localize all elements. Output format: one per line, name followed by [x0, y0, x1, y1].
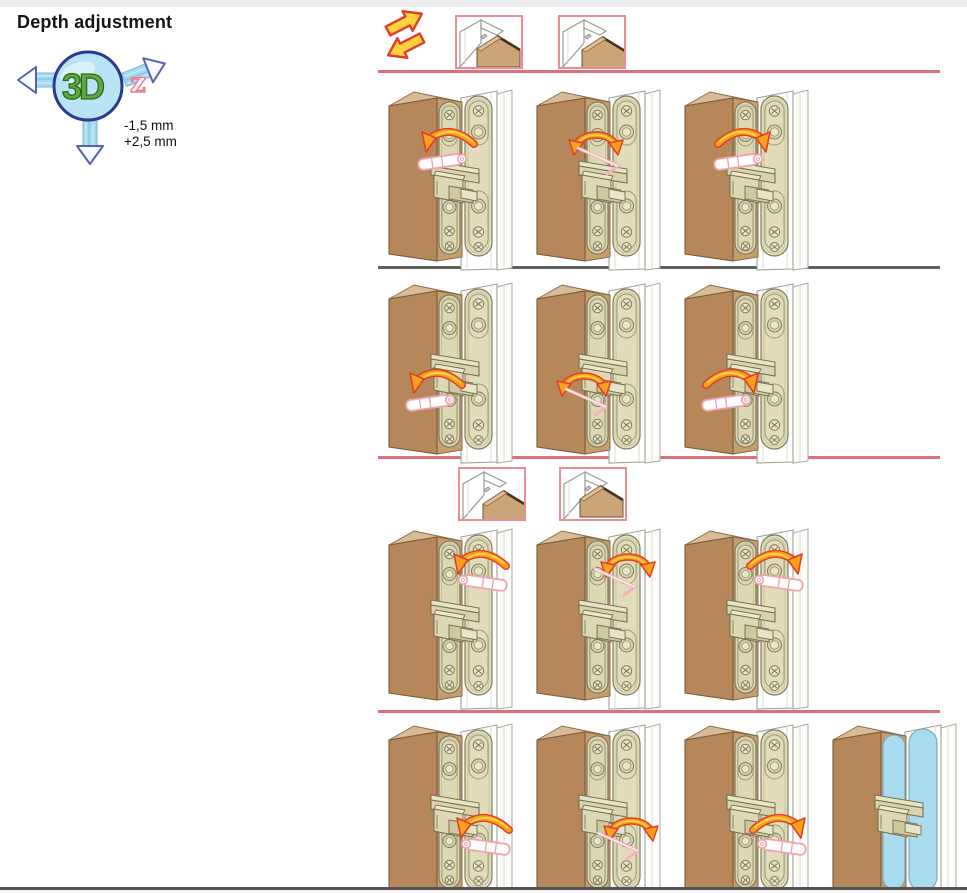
hinge-step-turn-cw: [681, 524, 831, 709]
hinge-step-turn-cw: [681, 719, 831, 893]
hinge-step-turn-both: [533, 524, 683, 709]
page-bottom-rule: [0, 887, 967, 890]
page-title: Depth adjustment: [17, 12, 173, 32]
hinge-step-turn-both: [533, 85, 683, 270]
depth-adjust-bottom-door-side: [378, 278, 967, 463]
door-proud-pictogram: [559, 467, 627, 521]
hinge-step-turn-ccw: [385, 85, 535, 270]
hinge-step-turn-ccw: [385, 719, 535, 893]
logo-z-axis-label: z: [130, 66, 146, 99]
hinge-step-turn-ccw: [385, 524, 535, 709]
page-top-edge: [0, 0, 967, 7]
page-bottom-edge: [0, 890, 967, 893]
logo-3d-label: 3D: [62, 66, 104, 107]
door-frame-corner-drawing: [462, 470, 524, 519]
door-frame-corner-drawing: [563, 470, 624, 519]
hinge-step-turn-both: [533, 719, 683, 893]
hinge-with-cover-plates: [829, 719, 967, 893]
depth-adjust-top-door-side: [378, 85, 967, 270]
door-gap-wide-pictogram: [558, 15, 626, 69]
depth-adjust-top-frame-side: [378, 524, 967, 709]
hinge-step-turn-ccw: [385, 278, 535, 463]
logo-range-min: -1,5 mm: [124, 118, 174, 133]
logo-range-max: +2,5 mm: [124, 134, 177, 149]
figure-area: [378, 0, 967, 893]
3d-adjustment-sphere-icon: 3D z -1,5 mm +2,5 mm: [17, 50, 177, 165]
door-frame-corner-drawing: [562, 18, 624, 67]
hinge-step-turn-cw: [681, 278, 831, 463]
hinge-step-turn-cw: [681, 85, 831, 270]
door-flush-pictogram: [458, 467, 526, 521]
hinge-step-turn-both: [533, 278, 683, 463]
door-frame-corner-drawing: [459, 18, 521, 67]
divider-red-3: [378, 710, 940, 713]
door-gap-narrow-pictogram: [455, 15, 523, 69]
depth-adjust-bottom-frame-side: [378, 719, 967, 893]
divider-red-1: [378, 70, 940, 73]
depth-in-out-arrows-icon: [381, 7, 429, 63]
